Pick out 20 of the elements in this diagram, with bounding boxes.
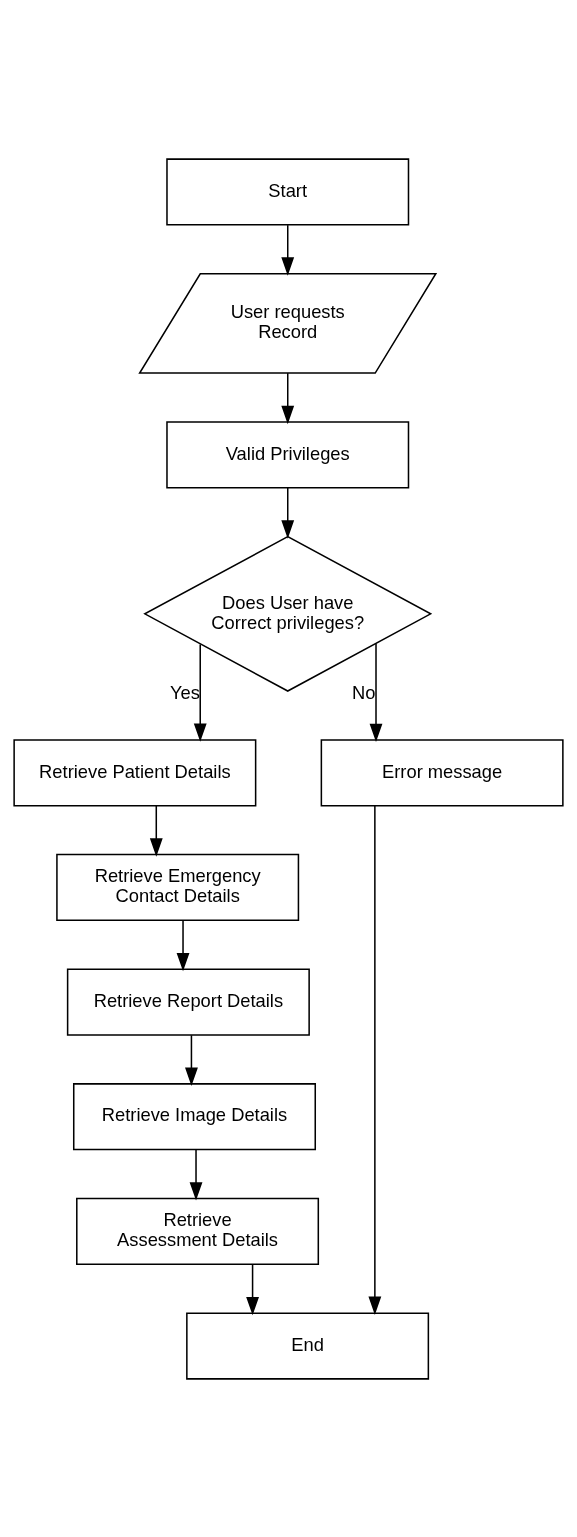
- node-box: Retrieve Emergency Contact Details: [56, 853, 300, 921]
- arrow: [149, 804, 163, 857]
- node-box: Retrieve Patient Details: [13, 738, 257, 806]
- node-box: Valid Privileges: [166, 420, 410, 488]
- node-box: End: [186, 1311, 430, 1380]
- arrow: [193, 643, 207, 742]
- node-box: Retrieve Report Details: [66, 967, 310, 1036]
- arrow: [176, 919, 190, 971]
- node-box: Retrieve Image Details: [72, 1082, 316, 1150]
- arrow: [189, 1148, 203, 1201]
- arrow: [368, 804, 382, 1315]
- arrow: [281, 223, 295, 276]
- node-box: Retrieve Assessment Details: [76, 1197, 320, 1265]
- node-box: Start: [166, 157, 410, 226]
- arrow: [281, 486, 295, 539]
- arrow: [369, 642, 383, 742]
- arrow: [281, 371, 295, 424]
- node-box: Error message: [320, 738, 564, 806]
- arrow: [185, 1034, 198, 1086]
- arrow: [246, 1263, 259, 1315]
